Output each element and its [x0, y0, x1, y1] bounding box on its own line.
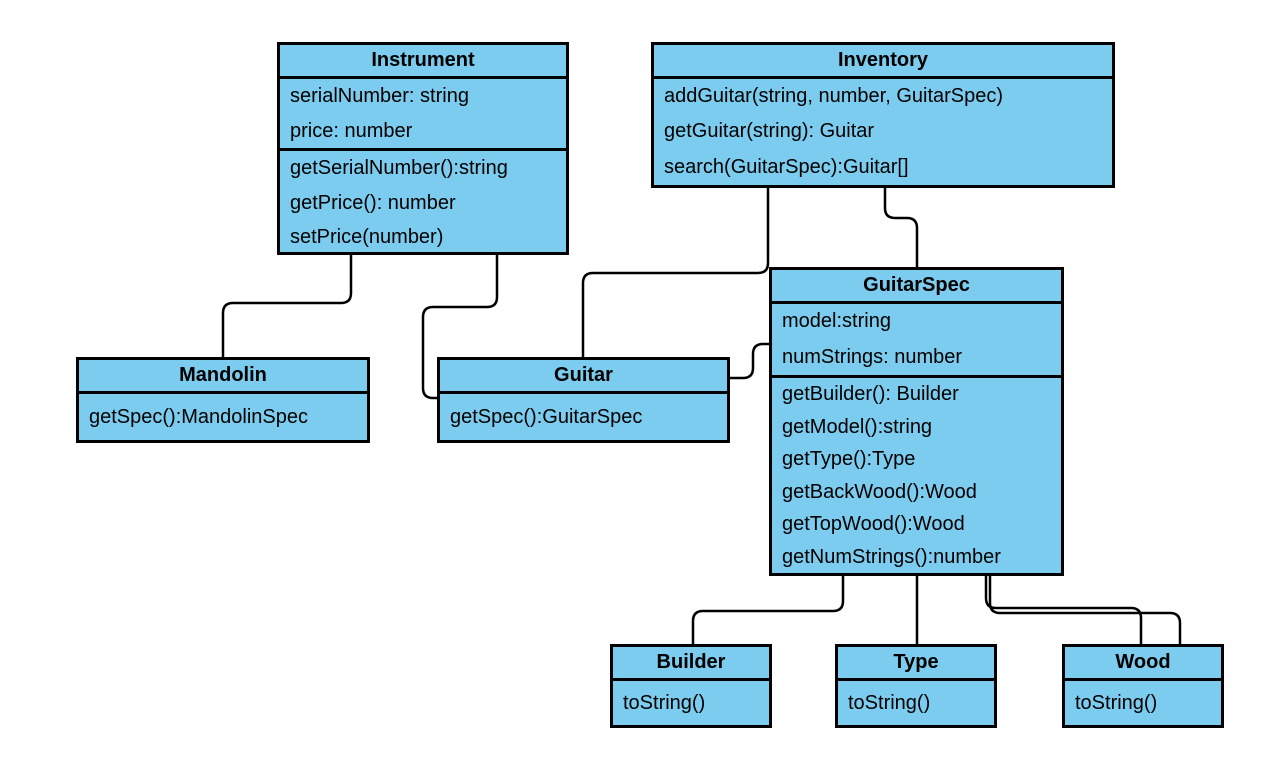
- class-box-mandolin: Mandolin getSpec():MandolinSpec: [76, 357, 370, 443]
- class-method: getType():Type: [782, 448, 916, 470]
- class-title: Type: [838, 647, 994, 681]
- class-method: toString(): [1075, 692, 1158, 714]
- methods-compartment: toString(): [613, 681, 769, 725]
- class-method: getBackWood():Wood: [782, 480, 977, 503]
- class-method: getTopWood():Wood: [782, 513, 965, 535]
- class-method: getNumStrings():number: [782, 545, 1001, 568]
- connector-guitar-guitarspec: [727, 342, 772, 380]
- class-title: Mandolin: [79, 360, 367, 394]
- connector-guitarspec-builder: [691, 573, 845, 647]
- class-method: getSerialNumber():string: [290, 157, 508, 179]
- connector-instrument-mandolin: [221, 252, 353, 360]
- class-method: getPrice(): number: [290, 191, 456, 214]
- class-attribute: price: number: [290, 119, 413, 142]
- class-title: Wood: [1065, 647, 1221, 681]
- class-method: getGuitar(string): Guitar: [664, 120, 875, 143]
- class-title: Inventory: [654, 45, 1112, 79]
- connector-inventory-guitar: [581, 185, 770, 360]
- class-title: Instrument: [280, 45, 566, 79]
- class-method: getSpec():MandolinSpec: [89, 406, 309, 428]
- class-box-guitar: Guitar getSpec():GuitarSpec: [437, 357, 730, 443]
- methods-compartment: getSerialNumber():string getPrice(): num…: [280, 151, 566, 255]
- methods-compartment: getSpec():GuitarSpec: [440, 394, 727, 440]
- class-box-inventory: Inventory addGuitar(string, number, Guit…: [651, 42, 1115, 188]
- class-box-instrument: Instrument serialNumber: string price: n…: [277, 42, 569, 255]
- class-attribute: serialNumber: string: [290, 85, 469, 107]
- connector-guitarspec-wood-2: [988, 573, 1182, 647]
- class-method: toString(): [848, 692, 931, 714]
- class-box-guitarspec: GuitarSpec model:string numStrings: numb…: [769, 267, 1064, 576]
- methods-compartment: addGuitar(string, number, GuitarSpec) ge…: [654, 79, 1112, 185]
- class-attribute: model:string: [782, 310, 891, 332]
- methods-compartment: getSpec():MandolinSpec: [79, 394, 367, 440]
- class-title: GuitarSpec: [772, 270, 1061, 304]
- methods-compartment: toString(): [1065, 681, 1221, 725]
- class-box-type: Type toString(): [835, 644, 997, 728]
- connector-inventory-guitarspec: [883, 185, 919, 270]
- class-method: toString(): [623, 692, 706, 714]
- class-method: search(GuitarSpec):Guitar[]: [664, 155, 909, 178]
- class-title: Guitar: [440, 360, 727, 394]
- class-method: addGuitar(string, number, GuitarSpec): [664, 85, 1004, 107]
- class-box-wood: Wood toString(): [1062, 644, 1224, 728]
- methods-compartment: getBuilder(): Builder getModel():string …: [772, 378, 1061, 573]
- class-attribute: numStrings: number: [782, 345, 963, 368]
- connector-guitarspec-wood-1: [984, 573, 1143, 647]
- connector-instrument-guitar: [421, 252, 499, 400]
- class-method: getModel():string: [782, 415, 933, 438]
- class-title: Builder: [613, 647, 769, 681]
- class-box-builder: Builder toString(): [610, 644, 772, 728]
- attributes-compartment: serialNumber: string price: number: [280, 79, 566, 151]
- attributes-compartment: model:string numStrings: number: [772, 304, 1061, 378]
- class-method: getBuilder(): Builder: [782, 383, 959, 405]
- class-method: setPrice(number): [290, 226, 444, 248]
- methods-compartment: toString(): [838, 681, 994, 725]
- class-method: getSpec():GuitarSpec: [450, 406, 643, 428]
